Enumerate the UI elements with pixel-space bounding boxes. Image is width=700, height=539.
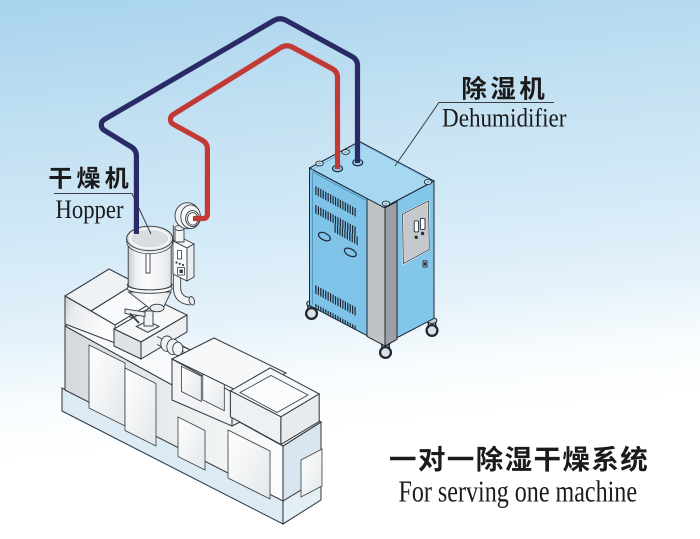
svg-text:Dehumidifier: Dehumidifier — [442, 104, 567, 133]
svg-text:For serving one machine: For serving one machine — [399, 474, 638, 509]
svg-text:Hopper: Hopper — [56, 194, 124, 224]
